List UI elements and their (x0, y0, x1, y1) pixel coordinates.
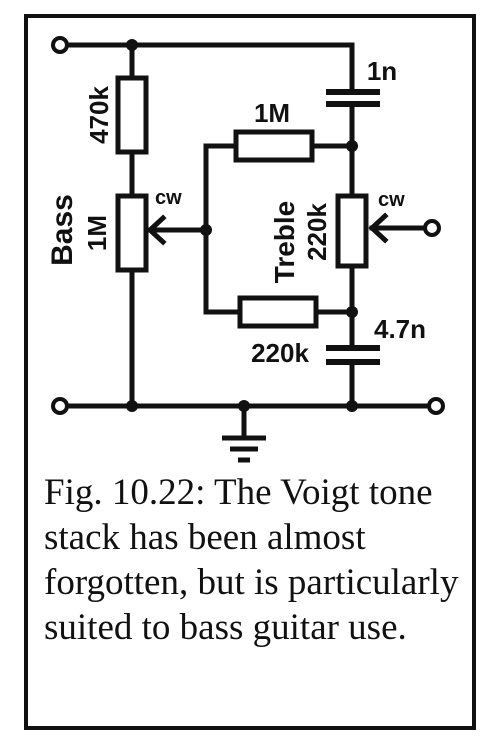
treble-wiper-arrow (368, 212, 389, 244)
label-treble-name: Treble (269, 201, 300, 283)
terminal-ground-left (51, 397, 69, 415)
label-470k: 470k (84, 86, 114, 144)
bass-wiper-arrow (146, 214, 167, 246)
label-treble-cw: cw (378, 189, 405, 211)
junction-dot-ground (238, 400, 250, 412)
label-1m: 1M (254, 98, 290, 128)
resistor-1m (233, 129, 315, 163)
junction-dot-top-left (126, 39, 138, 51)
figure-caption: Fig. 10.22: The Voigt tone stack has bee… (44, 472, 459, 648)
label-bass-value: 1M (82, 215, 112, 251)
potentiometer-bass-1m (115, 193, 149, 273)
terminal-output (423, 219, 441, 237)
junction-dot-middle (200, 224, 212, 236)
junction-dot-right-upper (346, 140, 358, 152)
junction-dot-right-lower (346, 306, 358, 318)
junction-dot-bottom-left (126, 400, 138, 412)
label-1n: 1n (367, 56, 397, 86)
terminal-input (51, 36, 69, 54)
label-bass-name: Bass (46, 194, 79, 266)
label-220k: 220k (251, 338, 309, 368)
label-treble-value: 220k (302, 203, 332, 261)
terminal-ground-right (427, 397, 445, 415)
potentiometer-treble-220k (335, 193, 369, 269)
junction-dot-bottom-right (346, 400, 358, 412)
label-4-7n: 4.7n (374, 314, 426, 344)
label-bass-cw: cw (155, 187, 182, 209)
resistor-470k (115, 75, 149, 155)
resistor-220k (237, 295, 319, 329)
